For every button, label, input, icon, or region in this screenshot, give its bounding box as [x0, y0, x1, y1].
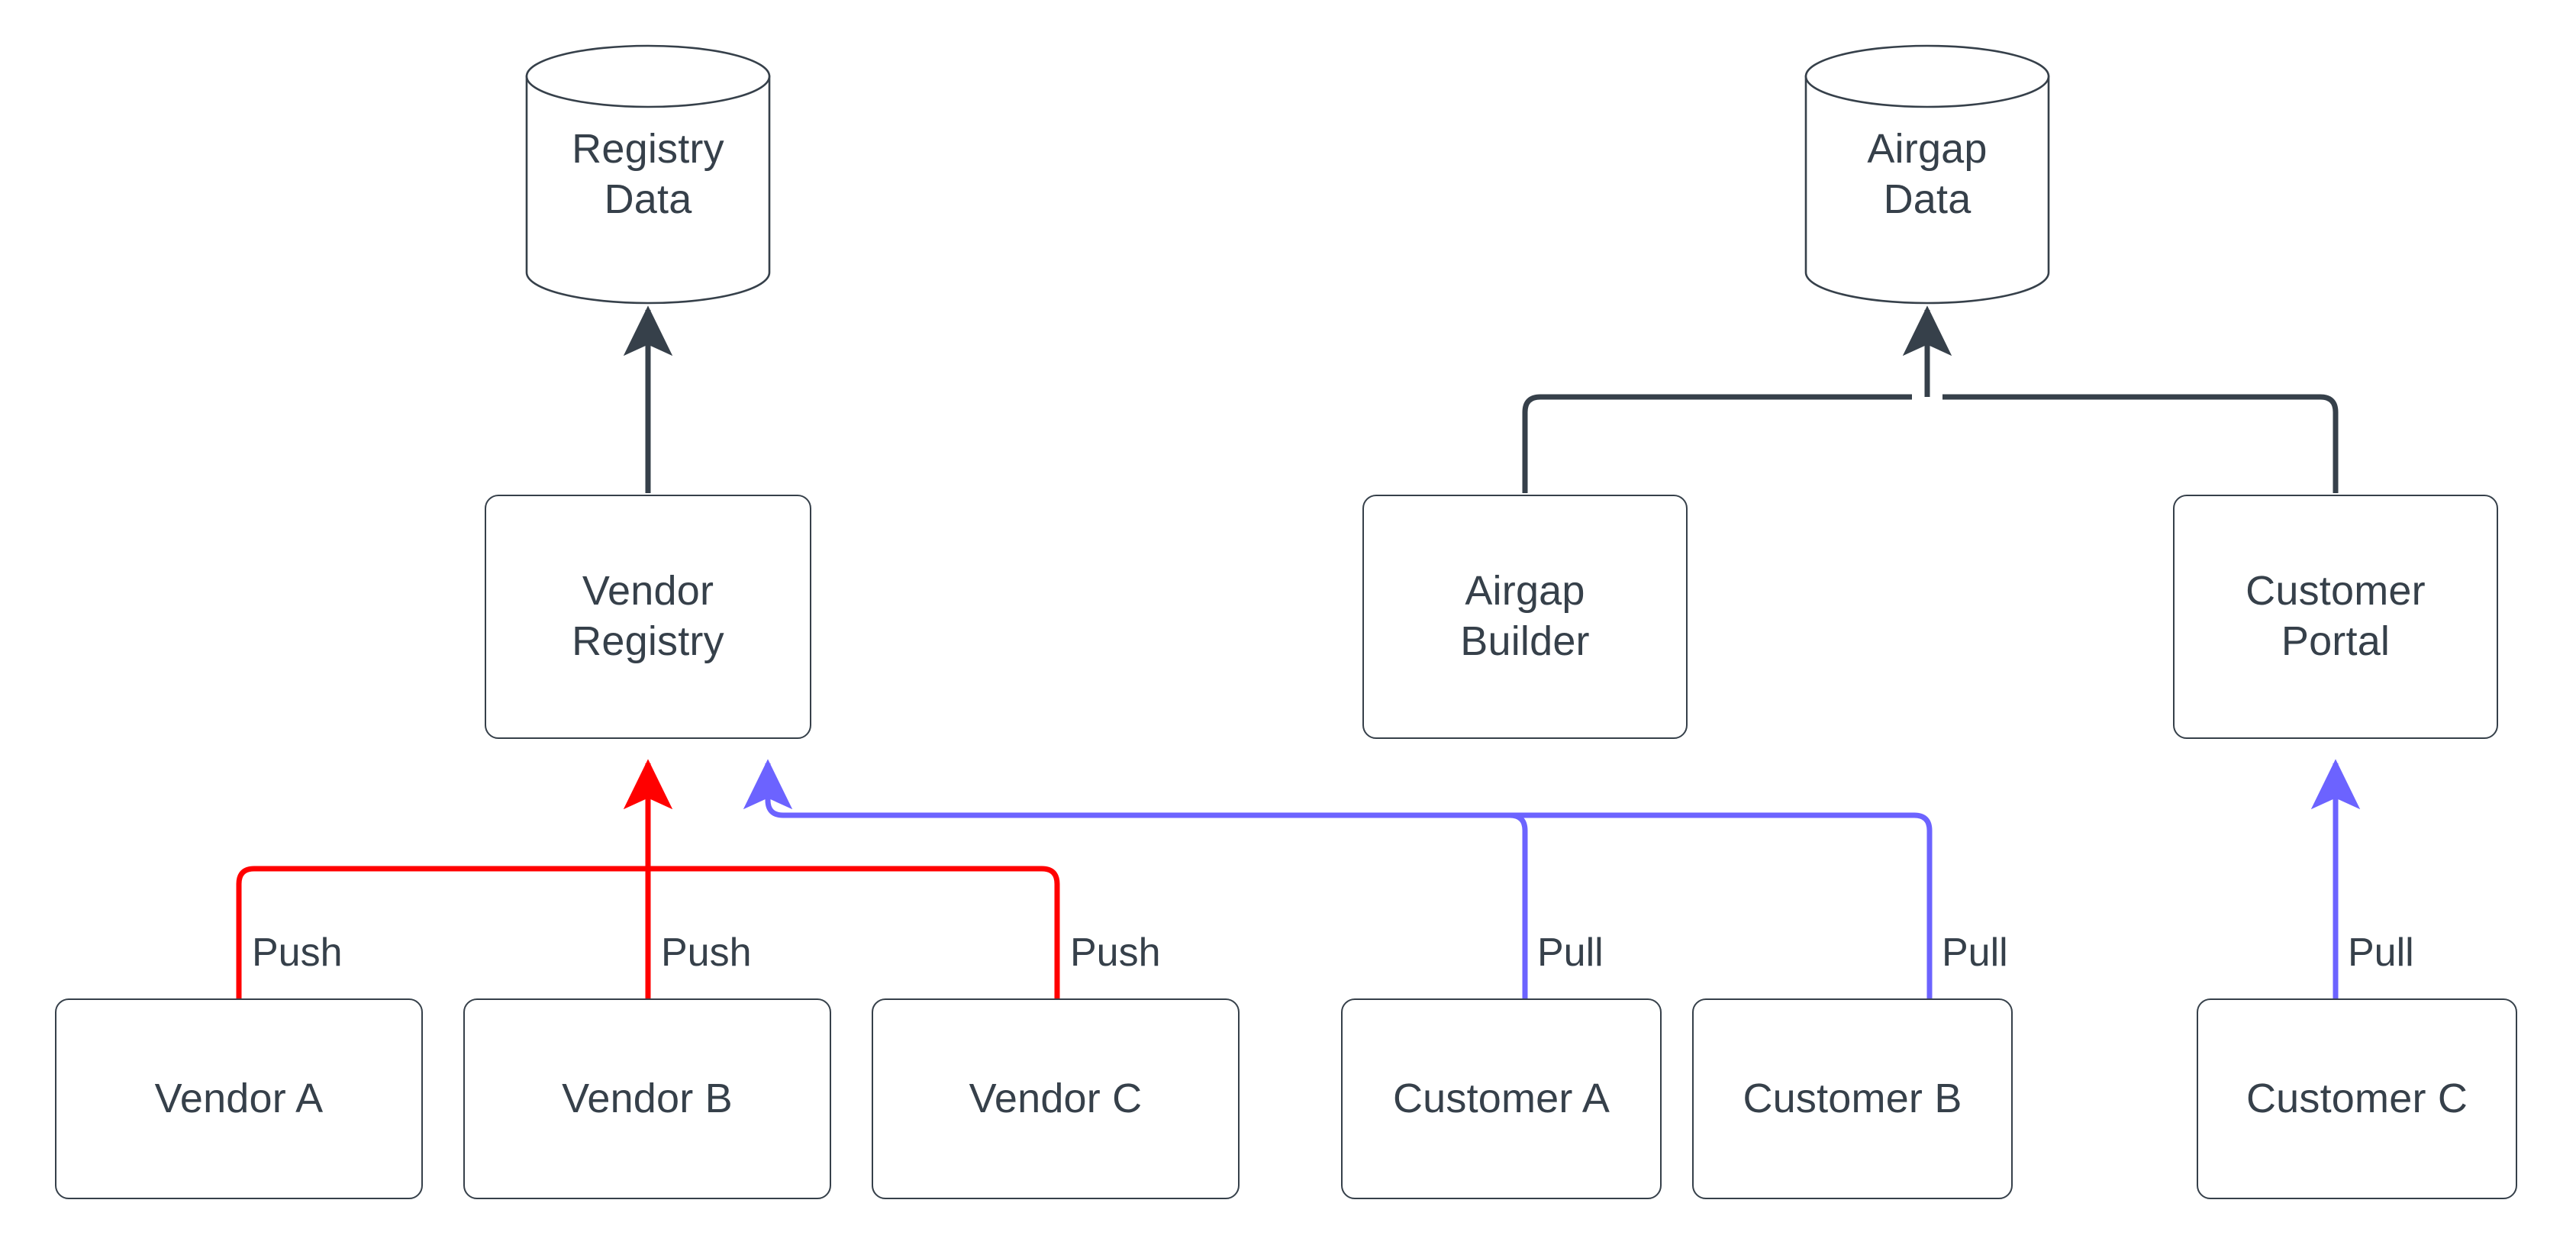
vendor-registry-label-line1: Vendor	[582, 568, 714, 614]
customer-b-node[interactable]: Customer B	[1692, 998, 2013, 1199]
customer-c-label: Customer C	[2246, 1075, 2468, 1121]
vendor-a-node[interactable]: Vendor A	[55, 998, 423, 1199]
edge-label-pull-b: Pull	[1942, 931, 2008, 975]
edge-customer-b-pull	[783, 812, 1933, 998]
registry-data-node[interactable]: Registry Data	[527, 46, 769, 303]
customer-portal-node[interactable]: Customer Portal	[2173, 495, 2498, 739]
vendor-registry-label-line2: Registry	[572, 618, 724, 664]
edge-airgap-builder-to-airgap-data	[1522, 394, 1912, 493]
airgap-data-node[interactable]: Airgap Data	[1806, 46, 2049, 303]
vendor-c-node[interactable]: Vendor C	[872, 998, 1240, 1199]
vendor-c-label: Vendor C	[969, 1075, 1143, 1121]
airgap-builder-node[interactable]: Airgap Builder	[1362, 495, 1688, 739]
edge-label-pull-a: Pull	[1537, 931, 1604, 975]
edge-label-pull-c: Pull	[2348, 931, 2414, 975]
airgap-data-label-line1: Airgap	[1867, 125, 1988, 172]
vendor-a-label: Vendor A	[154, 1075, 324, 1121]
edge-pull-riser-to-vendor-registry	[743, 759, 793, 818]
airgap-data-label-line2: Data	[1883, 176, 1971, 222]
edge-vendor-c-push	[648, 866, 1060, 998]
customer-portal-label-line1: Customer	[2246, 568, 2426, 614]
airgap-data-cylinder-shape	[1804, 44, 2050, 305]
vendor-b-label: Vendor B	[562, 1075, 733, 1121]
vendor-registry-node[interactable]: Vendor Registry	[485, 495, 811, 739]
edge-label-push-b: Push	[661, 931, 752, 975]
registry-data-label-line1: Registry	[572, 125, 724, 172]
customer-c-node[interactable]: Customer C	[2197, 998, 2517, 1199]
edge-label-push-a: Push	[252, 931, 343, 975]
customer-a-node[interactable]: Customer A	[1341, 998, 1662, 1199]
registry-data-cylinder-shape	[525, 44, 771, 305]
customer-a-label: Customer A	[1392, 1075, 1610, 1121]
customer-portal-label-line2: Portal	[2281, 618, 2391, 664]
edge-label-push-c: Push	[1070, 931, 1161, 975]
vendor-b-node[interactable]: Vendor B	[463, 998, 831, 1199]
edge-vendor-a-push	[236, 866, 648, 998]
registry-data-label-line2: Data	[604, 176, 692, 222]
edge-customer-portal-to-airgap-data	[1942, 394, 2339, 493]
airgap-builder-label-line1: Airgap	[1465, 568, 1585, 614]
customer-b-label: Customer B	[1743, 1075, 1962, 1121]
airgap-builder-label-line2: Builder	[1460, 618, 1590, 664]
